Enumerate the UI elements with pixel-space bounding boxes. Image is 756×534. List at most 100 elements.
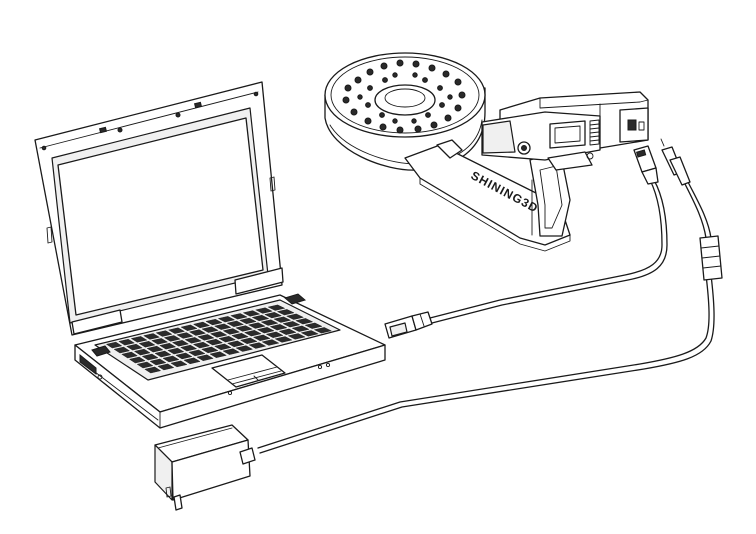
keyboard-key bbox=[180, 344, 198, 352]
keyboard-key bbox=[274, 336, 293, 343]
keyboard-key bbox=[151, 338, 169, 345]
keyboard-key bbox=[201, 346, 219, 354]
keyboard-key bbox=[282, 321, 301, 328]
keyboard-key bbox=[251, 314, 270, 322]
keyboard-key bbox=[184, 337, 202, 344]
keyboard-key bbox=[197, 334, 215, 341]
keyboard-key bbox=[239, 337, 258, 344]
keyboard-key bbox=[136, 361, 154, 369]
keyboard-key bbox=[170, 360, 188, 368]
keyboard-key bbox=[235, 325, 253, 332]
keyboard-key bbox=[304, 322, 323, 329]
keyboard-key bbox=[264, 312, 282, 319]
keyboard-key bbox=[126, 343, 143, 351]
keyboard-key bbox=[192, 341, 211, 349]
keyboard-key bbox=[196, 354, 214, 361]
keyboard-key bbox=[291, 325, 310, 332]
keyboard-key bbox=[226, 320, 244, 327]
keyboard-key bbox=[130, 336, 148, 343]
keyboard-key bbox=[230, 313, 248, 320]
keyboard bbox=[105, 304, 332, 374]
keyboard-key bbox=[265, 331, 284, 338]
keyboard-key bbox=[168, 327, 185, 334]
keyboard-key bbox=[188, 349, 206, 357]
keyboard-key bbox=[205, 318, 223, 326]
usb-cable bbox=[429, 179, 668, 324]
keyboard-key bbox=[276, 309, 295, 316]
keyboard-key bbox=[227, 340, 245, 348]
power-cable bbox=[257, 179, 715, 454]
keyboard-key bbox=[167, 347, 185, 355]
keyboard-key bbox=[155, 330, 173, 337]
keyboard-key bbox=[252, 334, 271, 341]
power-adapter bbox=[154, 424, 256, 511]
marker-dots bbox=[342, 59, 466, 134]
keyboard-key bbox=[133, 348, 151, 356]
keyboard-key bbox=[222, 348, 240, 355]
keyboard-key bbox=[159, 343, 177, 350]
keyboard-key bbox=[313, 327, 332, 334]
laptop bbox=[34, 81, 386, 429]
keyboard-key bbox=[176, 332, 194, 339]
keyboard-key bbox=[157, 363, 175, 371]
keyboard-key bbox=[138, 341, 156, 348]
keyboard-key bbox=[214, 343, 232, 351]
keyboard-key bbox=[146, 345, 164, 353]
laptop-usb-plug bbox=[384, 311, 433, 339]
scanner-grille bbox=[589, 119, 600, 146]
keyboard-key bbox=[180, 324, 198, 331]
keyboard-key bbox=[105, 341, 123, 349]
keyboard-key bbox=[235, 345, 254, 352]
keyboard-key bbox=[242, 310, 261, 317]
keyboard-key bbox=[248, 322, 266, 329]
keyboard-key bbox=[256, 327, 275, 334]
keyboard-key bbox=[269, 324, 288, 331]
scanner-head bbox=[481, 91, 649, 171]
keyboard-key bbox=[214, 323, 232, 330]
keyboard-key bbox=[255, 307, 273, 314]
keyboard-key bbox=[188, 329, 207, 336]
keyboard-key bbox=[244, 330, 262, 337]
turntable bbox=[324, 52, 486, 171]
keyboard-key bbox=[267, 304, 286, 311]
keyboard-key bbox=[287, 333, 306, 340]
keyboard-key bbox=[239, 317, 257, 325]
keyboard-key bbox=[143, 333, 160, 340]
keyboard-key bbox=[201, 326, 219, 333]
keyboard-key bbox=[217, 316, 236, 323]
keyboard-key bbox=[121, 351, 138, 359]
keyboard-key bbox=[118, 339, 135, 346]
keyboard-key bbox=[162, 355, 180, 363]
keyboard-key bbox=[128, 356, 146, 364]
keyboard-key bbox=[286, 313, 304, 320]
ferrite-core bbox=[699, 235, 723, 281]
keyboard-key bbox=[222, 328, 241, 335]
keyboard-key bbox=[248, 342, 267, 349]
scanner-usb-plug bbox=[633, 145, 659, 185]
touchpad bbox=[211, 354, 286, 388]
keyboard-key bbox=[209, 351, 227, 358]
keyboard-key bbox=[261, 339, 280, 346]
scanner-dc-plug bbox=[660, 138, 691, 186]
keyboard-key bbox=[192, 321, 211, 329]
keyboard-key bbox=[141, 353, 159, 361]
keyboard-key bbox=[163, 335, 181, 342]
keyboard-key bbox=[273, 316, 292, 323]
keyboard-key bbox=[278, 328, 297, 335]
keyboard-key bbox=[218, 335, 236, 343]
keyboard-key bbox=[260, 319, 279, 326]
keyboard-key bbox=[175, 352, 193, 360]
keyboard-key bbox=[171, 340, 189, 347]
keyboard-key bbox=[300, 330, 319, 337]
keyboard-key bbox=[149, 358, 167, 366]
keyboard-key bbox=[231, 333, 249, 340]
keyboard-key bbox=[144, 366, 162, 374]
keyboard-key bbox=[183, 357, 201, 365]
keyboard-key bbox=[295, 318, 314, 325]
keyboard-key bbox=[113, 346, 131, 354]
keyboard-key bbox=[205, 338, 223, 346]
keyboard-key bbox=[209, 331, 228, 338]
keyboard-key bbox=[154, 350, 172, 358]
